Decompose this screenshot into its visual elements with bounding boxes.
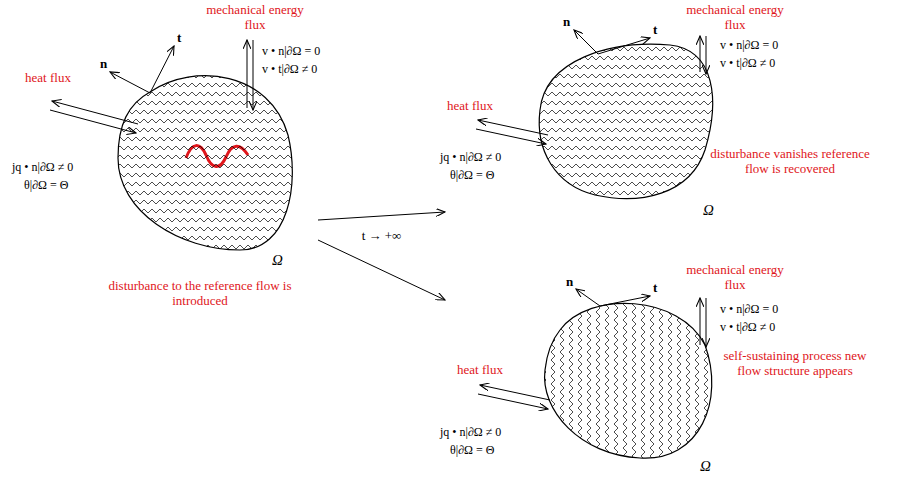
heat-flux-arrow <box>480 385 550 400</box>
boundary-condition: jq • n|∂Ω ≠ 0 <box>440 425 501 440</box>
flux-label: mechanical energy flux <box>680 2 790 32</box>
region-symbol: Ω <box>700 459 711 474</box>
heat-flux-arrow <box>478 394 548 409</box>
flow-domain: Ωdisturbance vanishes reference flow is … <box>445 20 875 230</box>
heat-flux-arrow <box>476 129 546 144</box>
boundary-condition: θ|∂Ω = Θ <box>24 178 68 193</box>
vector-label: t <box>177 30 181 45</box>
transition-arrow <box>318 240 445 300</box>
normal-vector <box>110 72 150 93</box>
boundary-condition: v • n|∂Ω = 0 <box>720 38 778 53</box>
vector-label: n <box>566 274 573 289</box>
state-caption: self-sustaining process new flow structu… <box>720 348 870 378</box>
vector-label: t <box>653 22 657 37</box>
domain-boundary <box>545 303 712 458</box>
energy-flux-arrow <box>706 298 707 347</box>
boundary-condition: jq • n|∂Ω ≠ 0 <box>12 160 73 175</box>
flow-domain: Ωself-sustaining process new flow struct… <box>445 275 875 475</box>
boundary-condition: v • t|∂Ω ≠ 0 <box>720 320 775 335</box>
boundary-condition: v • n|∂Ω = 0 <box>262 44 320 59</box>
transition-arrow <box>318 212 445 220</box>
normal-vector <box>576 289 600 306</box>
flux-label: heat flux <box>13 70 83 85</box>
domain-outline <box>90 60 318 316</box>
boundary-condition: θ|∂Ω = Θ <box>450 443 494 458</box>
flux-label: mechanical energy flux <box>680 262 790 292</box>
boundary-condition: v • t|∂Ω ≠ 0 <box>720 56 775 71</box>
flux-label: heat flux <box>445 362 515 377</box>
domain-boundary <box>539 44 712 198</box>
flux-label: mechanical energy flux <box>200 2 310 32</box>
state-caption: disturbance to the reference flow is int… <box>98 278 303 308</box>
domain-outline <box>445 20 875 230</box>
vector-label: n <box>563 14 570 29</box>
vector-label: n <box>100 56 107 71</box>
flow-domain: Ωdisturbance to the reference flow is in… <box>90 60 318 316</box>
normal-vector <box>574 30 598 54</box>
domain-boundary <box>118 76 292 250</box>
boundary-condition: jq • n|∂Ω ≠ 0 <box>440 150 501 165</box>
boundary-condition: v • n|∂Ω = 0 <box>720 302 778 317</box>
flux-label: heat flux <box>435 98 505 113</box>
region-symbol: Ω <box>703 203 714 218</box>
state-caption: disturbance vanishes reference flow is r… <box>710 146 870 176</box>
boundary-condition: v • t|∂Ω ≠ 0 <box>262 62 317 77</box>
boundary-condition: θ|∂Ω = Θ <box>450 168 494 183</box>
vector-label: t <box>653 280 657 295</box>
edge-label: t → +∞ <box>362 228 402 243</box>
heat-flux-arrow <box>478 120 548 135</box>
region-symbol: Ω <box>272 253 283 268</box>
